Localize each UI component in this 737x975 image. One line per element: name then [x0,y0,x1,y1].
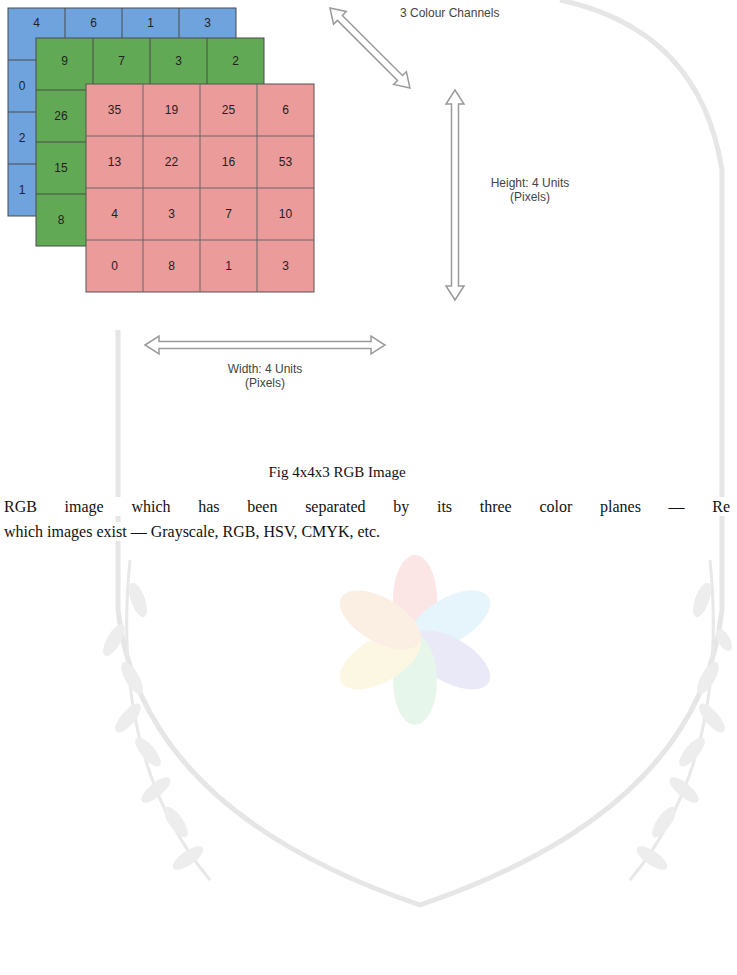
dimension-label: 3 Colour Channels [398,6,501,20]
green-channel-value: 26 [54,109,67,123]
green-channel-value: 3 [175,54,182,68]
red-channel-value: 35 [108,103,121,117]
red-channel-grid [86,84,314,292]
red-channel-value: 22 [165,155,178,169]
red-channel-grid [86,84,314,292]
red-channel-value: 16 [222,155,235,169]
double-arrow [145,336,385,354]
blue-channel-value: 6 [90,16,97,30]
green-channel-value: 9 [61,54,68,68]
red-channel-value: 10 [279,207,292,221]
figure-caption: Fig 4x4x3 RGB Image [266,463,407,481]
red-channel-value: 3 [282,259,289,273]
pinwheel-emblem [330,555,499,725]
red-channel-value: 53 [279,155,292,169]
green-channel-value: 7 [118,54,125,68]
double-arrow [446,90,464,300]
green-channel-value: 8 [58,213,65,227]
blue-channel-value: 2 [19,131,26,145]
dimension-label: Height: 4 Units (Pixels) [478,176,582,205]
dimension-label: Width: 4 Units (Pixels) [213,362,317,391]
red-channel-value: 19 [165,103,178,117]
blue-channel-value: 4 [33,16,40,30]
blue-channel-value: 1 [147,16,154,30]
red-channel-value: 4 [111,207,118,221]
red-channel-value: 7 [225,207,232,221]
red-channel-value: 13 [108,155,121,169]
red-channel-value: 25 [222,103,235,117]
body-text: RGB image which has been separated by it… [3,497,731,516]
blue-channel-value: 1 [19,183,26,197]
green-channel-value: 15 [54,161,67,175]
red-channel-value: 3 [168,207,175,221]
red-channel-value: 6 [282,103,289,117]
blue-channel-value: 3 [204,16,211,30]
blue-channel-value: 0 [19,79,26,93]
grid-lines [86,84,314,292]
red-channel-value: 1 [225,259,232,273]
body-text: which images exist — Grayscale, RGB, HSV… [3,522,381,541]
green-channel-value: 2 [232,54,239,68]
red-channel-value: 0 [111,259,118,273]
red-channel-value: 8 [168,259,175,273]
